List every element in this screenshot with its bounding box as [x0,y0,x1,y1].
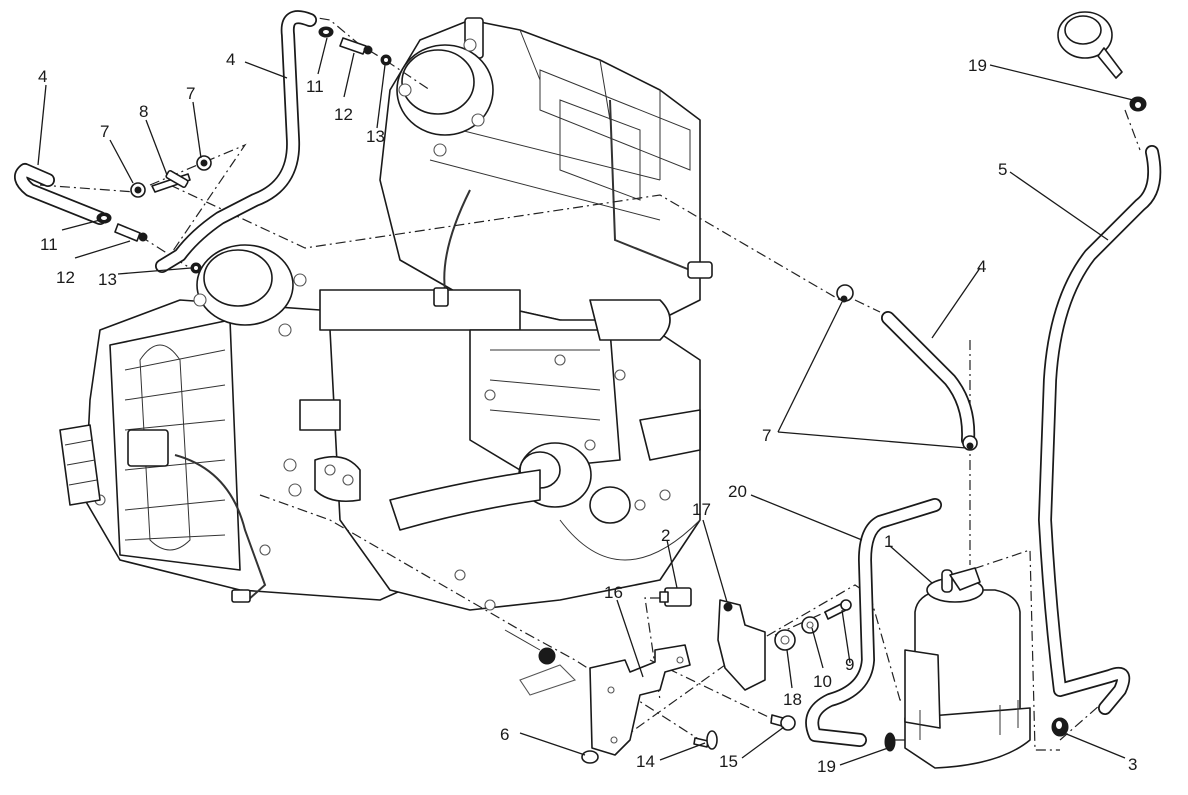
leader-lines [37,37,1134,766]
part-7-clamp-right [196,155,212,171]
callout-16: 16 [604,583,623,602]
part-15-bolt [770,714,796,731]
callout-12: 12 [56,268,75,287]
part-13-seal-top [380,54,392,66]
part-8-tee-fitting [151,169,191,193]
callout-11: 11 [306,77,324,96]
engine-assembly [59,17,713,611]
callout-7: 7 [100,122,109,141]
callout-4: 4 [977,257,986,276]
callout-6: 6 [500,725,509,744]
part-11-clamp-left [96,212,112,224]
part-7-clamp-right-lower [962,435,978,451]
part-6-nut [581,750,599,764]
callout-7: 7 [186,84,195,103]
part-19-clamp-top [1129,96,1147,112]
part-19-vent-cap [1057,11,1123,79]
hose-4-upper-left [14,163,107,225]
part-14-screw [693,730,718,750]
part-19-clamp-bottom [884,732,896,752]
hose-20 [805,498,942,747]
part-7-clamp-left [130,182,146,198]
callout-4: 4 [226,50,235,69]
callout-1: 1 [884,532,893,551]
hose-4-upper-center [155,10,317,273]
part-2-connector [659,587,692,607]
callout-11: 11 [40,235,58,254]
callout-4: 4 [38,67,47,86]
callout-17: 17 [692,500,711,519]
part-18-grommet [774,629,796,651]
callouts: 4 7 8 7 4 11 12 13 11 12 13 19 5 4 7 20 … [38,50,1137,776]
callout-15: 15 [719,752,738,771]
part-3-clamp [1051,717,1069,737]
callout-7: 7 [762,426,771,445]
part-16-bracket [589,644,691,756]
part-12-fitting-top [339,37,373,55]
callout-5: 5 [998,160,1007,179]
part-7-clamp-right-upper [836,284,854,303]
part-1-canister [904,567,1031,769]
callout-18: 18 [783,690,802,709]
callout-19: 19 [968,56,987,75]
part-10-washer [801,616,819,634]
callout-13: 13 [366,127,385,146]
part-13-seal-left [190,262,202,274]
front-throttle-body [193,244,307,337]
part-12-fitting-left [114,223,148,242]
callout-9: 9 [845,655,854,674]
hose-5 [1038,145,1162,715]
callout-8: 8 [139,102,148,121]
callout-19: 19 [817,757,836,776]
callout-13: 13 [98,270,117,289]
callout-2: 2 [661,526,670,545]
rear-throttle-body [396,38,494,157]
part-11-clamp-top [318,26,334,38]
gear-part [504,629,577,696]
callout-10: 10 [813,672,832,691]
callout-3: 3 [1128,755,1137,774]
part-9-screw [824,599,852,620]
callout-20: 20 [728,482,747,501]
callout-14: 14 [636,752,655,771]
callout-12: 12 [334,105,353,124]
part-17-bracket [717,599,766,691]
hose-4-right [881,311,976,447]
